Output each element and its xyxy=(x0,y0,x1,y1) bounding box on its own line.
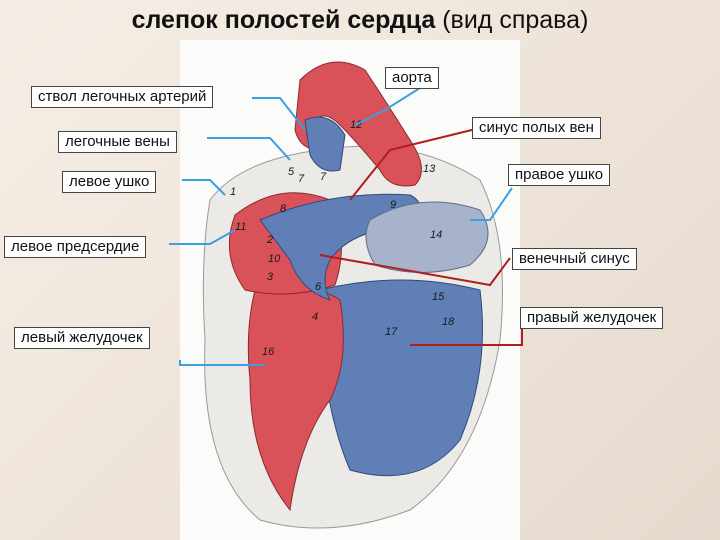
figure-number: 4 xyxy=(312,311,318,323)
leader-aorta xyxy=(354,87,421,126)
figure-number: 16 xyxy=(262,346,275,358)
label-venae-cavae-sinus: синус полых вен xyxy=(472,117,601,139)
label-left-ventricle: левый желудочек xyxy=(14,327,150,349)
figure-number: 8 xyxy=(280,203,287,215)
label-pulmonary-veins: легочные вены xyxy=(58,131,177,153)
figure-number: 7 xyxy=(320,171,327,183)
figure-number: 9 xyxy=(390,199,396,211)
label-left-atrium: левое предсердие xyxy=(4,236,147,258)
leader-coronary-sinus xyxy=(319,254,511,287)
right-auricle-shape xyxy=(365,201,489,273)
leader-right-ventricle xyxy=(410,318,523,346)
label-coronary-sinus: венечный синус xyxy=(512,248,637,270)
figure-number: 1 xyxy=(230,186,236,198)
label-right-ventricle: правый желудочек xyxy=(520,307,664,329)
leader-venae-cavae-sinus xyxy=(349,127,481,201)
pulmonary-trunk-shape xyxy=(304,116,346,172)
heart-cast-illustration: 1 2 3 4 5 6 7 7 8 9 10 11 12 13 14 15 16… xyxy=(180,40,520,540)
figure-number: 11 xyxy=(235,221,246,233)
right-ventricle-shape xyxy=(319,279,483,477)
leader-pulmonary-veins xyxy=(207,137,291,161)
figure-number: 14 xyxy=(430,229,442,241)
label-left-auricle: левое ушко xyxy=(62,171,157,193)
figure-number: 3 xyxy=(267,271,274,283)
leader-left-auricle xyxy=(182,179,226,196)
label-right-auricle: правое ушко xyxy=(508,164,611,186)
figure-number: 2 xyxy=(266,234,273,246)
label-aorta: аорта xyxy=(385,67,439,89)
leader-left-atrium xyxy=(169,229,236,245)
figure-number: 13 xyxy=(423,163,436,175)
page-title: слепок полостей сердца (вид справа) xyxy=(131,6,589,34)
figure-number: 6 xyxy=(315,281,322,293)
figure-number: 10 xyxy=(268,253,281,265)
figure-number: 7 xyxy=(298,173,305,185)
figure-number: 5 xyxy=(288,166,295,178)
label-pulmonary-trunk: ствол легочных артерий xyxy=(31,86,214,108)
leader-pulmonary-trunk xyxy=(252,97,306,131)
figure-number: 15 xyxy=(432,291,445,303)
left-ventricle-shape xyxy=(247,286,344,512)
figure-number: 17 xyxy=(385,326,398,338)
leader-right-auricle xyxy=(470,187,513,221)
figure-number: 18 xyxy=(442,316,455,328)
leader-left-ventricle xyxy=(179,360,265,366)
